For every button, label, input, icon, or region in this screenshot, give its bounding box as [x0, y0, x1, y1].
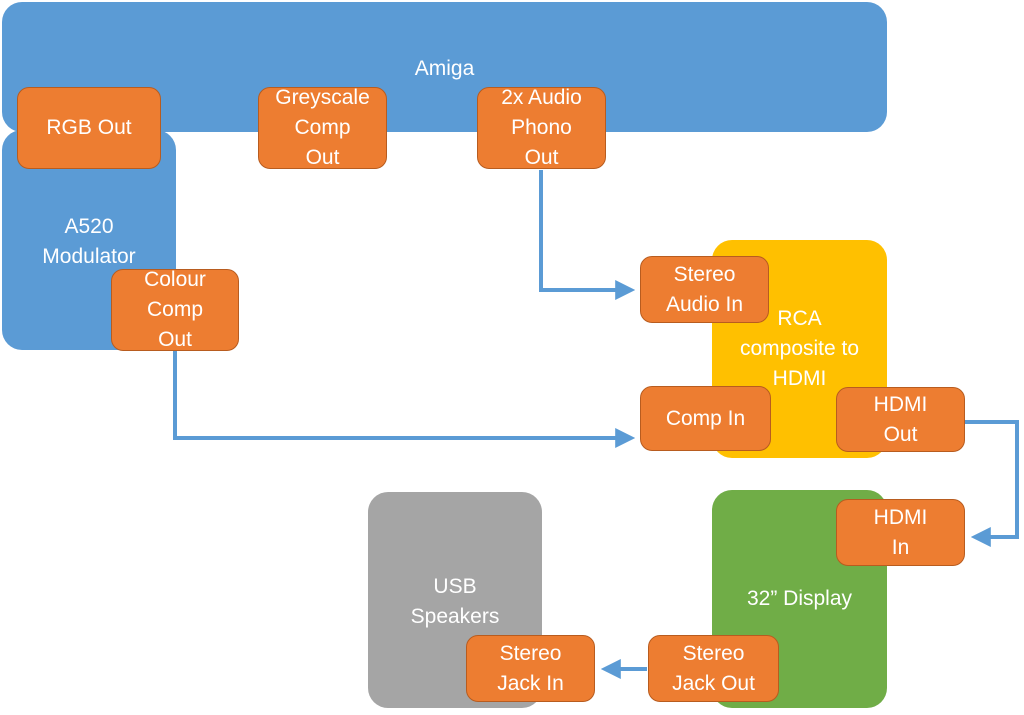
hdmi-out-label: HDMI Out — [873, 392, 928, 446]
a520-modulator-label: A520 Modulator — [42, 215, 136, 268]
stereo-audio-in-label: Stereo Audio In — [665, 262, 744, 316]
comp-in-label: Comp In — [665, 406, 746, 430]
stereo-jack-out-port: Stereo Jack Out — [648, 635, 779, 702]
wire-audio-to-stereo-in — [539, 170, 636, 300]
audio-phono-out-port: 2x Audio Phono Out — [477, 86, 606, 169]
rgb-out-port: RGB Out — [17, 87, 161, 169]
display-label: 32” Display — [746, 587, 853, 610]
greyscale-comp-out-label: Greyscale Comp Out — [275, 86, 370, 169]
rgb-out-label: RGB Out — [46, 116, 132, 139]
stereo-audio-in-port: Stereo Audio In — [640, 256, 769, 323]
usb-speakers-label: USB Speakers — [410, 575, 500, 628]
hdmi-in-label: HDMI In — [873, 505, 928, 559]
rca-converter-label: RCA composite to HDMI — [739, 307, 860, 390]
greyscale-comp-out-port: Greyscale Comp Out — [258, 86, 387, 169]
colour-comp-out-label: Colour Comp Out — [144, 268, 206, 351]
wire-hdmi-out-to-hdmi-in — [965, 420, 1019, 547]
stereo-jack-in-port: Stereo Jack In — [466, 635, 595, 702]
audio-phono-out-label: 2x Audio Phono Out — [501, 86, 582, 169]
amiga-label: Amiga — [414, 57, 475, 80]
hdmi-out-port: HDMI Out — [836, 387, 965, 452]
comp-in-port: Comp In — [640, 386, 771, 451]
colour-comp-out-port: Colour Comp Out — [111, 268, 239, 351]
stereo-jack-in-label: Stereo Jack In — [497, 641, 564, 695]
hdmi-in-port: HDMI In — [836, 499, 965, 566]
stereo-jack-out-label: Stereo Jack Out — [672, 641, 755, 695]
wire-colour-comp-to-comp-in — [173, 350, 636, 448]
